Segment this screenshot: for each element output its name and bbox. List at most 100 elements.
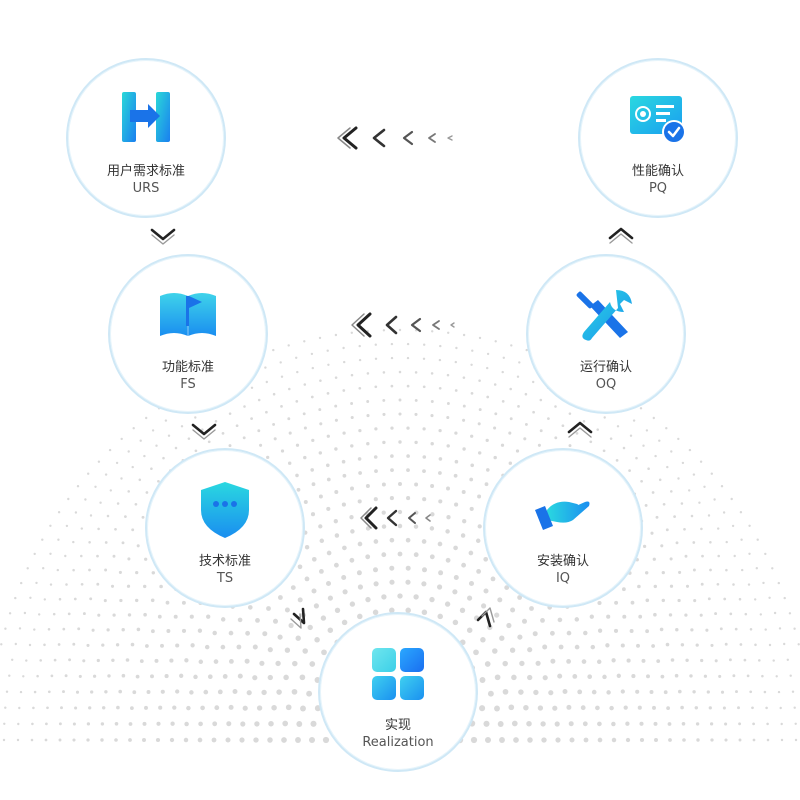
background-dot <box>470 463 475 468</box>
background-dot <box>509 417 513 421</box>
background-dot <box>406 454 410 458</box>
background-dot <box>494 674 501 681</box>
background-dot <box>439 344 442 348</box>
background-dot <box>118 570 122 574</box>
background-dot <box>244 658 250 664</box>
background-dot <box>349 557 355 563</box>
background-dot <box>517 405 520 408</box>
background-dot <box>104 568 108 572</box>
background-dot <box>535 660 541 666</box>
background-dot <box>86 643 90 647</box>
background-dot <box>373 539 379 544</box>
background-dot <box>341 459 346 464</box>
background-dot <box>749 690 753 694</box>
background-dot <box>628 469 631 472</box>
background-dot <box>738 597 742 601</box>
background-dot <box>690 628 694 632</box>
background-dot <box>42 567 45 570</box>
background-dot <box>522 618 527 624</box>
background-dot <box>526 720 532 727</box>
background-dot <box>275 660 281 667</box>
background-dot <box>292 660 298 667</box>
background-dot <box>616 425 620 428</box>
background-dot <box>318 408 322 412</box>
background-dot <box>167 434 171 437</box>
background-dot <box>654 738 658 742</box>
background-dot <box>414 440 418 445</box>
background-dot <box>240 721 246 727</box>
background-dot <box>398 370 402 374</box>
background-dot <box>557 673 563 679</box>
background-dot <box>631 674 636 679</box>
background-dot <box>349 515 354 520</box>
background-dot <box>685 584 690 588</box>
background-dot <box>327 627 334 633</box>
background-dot <box>773 611 777 615</box>
background-dot <box>382 371 386 374</box>
background-dot <box>252 644 258 650</box>
background-dot <box>32 706 35 710</box>
background-dot <box>273 437 277 441</box>
background-dot <box>19 690 23 694</box>
background-dot <box>318 451 323 455</box>
background-dot <box>566 630 572 636</box>
background-dot <box>342 389 346 392</box>
background-dot <box>775 675 778 678</box>
background-dot <box>709 541 712 544</box>
background-dot <box>779 706 782 710</box>
background-dot <box>221 432 225 435</box>
background-dot <box>280 375 284 378</box>
background-dot <box>57 643 61 646</box>
background-dot <box>581 659 587 664</box>
background-dot <box>189 614 194 619</box>
background-dot <box>86 722 91 726</box>
background-dot <box>398 412 402 416</box>
background-dot <box>33 628 36 631</box>
node-fs-label-cn: 功能标准 <box>161 360 214 375</box>
background-dot <box>134 598 139 603</box>
background-dot <box>111 658 115 663</box>
background-dot <box>768 596 771 599</box>
background-dot <box>714 612 718 616</box>
background-dot <box>638 614 643 619</box>
background-dot <box>207 674 213 680</box>
background-dot <box>228 658 234 664</box>
background-dot <box>285 704 292 711</box>
background-dot <box>707 597 711 601</box>
background-dot <box>390 356 394 360</box>
background-dot <box>437 613 443 620</box>
background-dot <box>574 644 580 650</box>
node-fs-label-en: FS <box>180 377 196 392</box>
background-dot <box>658 439 661 442</box>
background-dot <box>20 581 23 585</box>
background-dot <box>446 486 450 491</box>
background-dot <box>319 538 325 544</box>
background-dot <box>327 363 330 366</box>
background-dot <box>302 412 306 416</box>
background-dot <box>692 568 696 572</box>
background-dot <box>685 658 689 663</box>
background-dot <box>725 568 728 572</box>
background-dot <box>96 554 99 558</box>
chevron-up-iq-oq <box>567 421 593 438</box>
background-dot <box>661 598 666 603</box>
background-dot <box>326 550 332 556</box>
background-dot <box>509 387 512 391</box>
background-dot <box>77 627 81 631</box>
hand-icon <box>533 480 593 540</box>
background-dot <box>343 360 346 364</box>
background-dot <box>743 658 747 662</box>
background-dot <box>309 661 316 667</box>
background-dot <box>637 705 642 710</box>
background-dot <box>591 689 597 695</box>
background-dot <box>136 627 141 632</box>
background-dot <box>262 631 268 637</box>
background-dot <box>116 502 120 505</box>
background-dot <box>709 568 712 572</box>
background-dot <box>554 405 557 408</box>
background-dot <box>398 440 402 444</box>
background-dot <box>397 551 403 557</box>
background-dot <box>644 571 649 575</box>
background-dot <box>333 562 339 568</box>
background-dot <box>653 721 658 726</box>
